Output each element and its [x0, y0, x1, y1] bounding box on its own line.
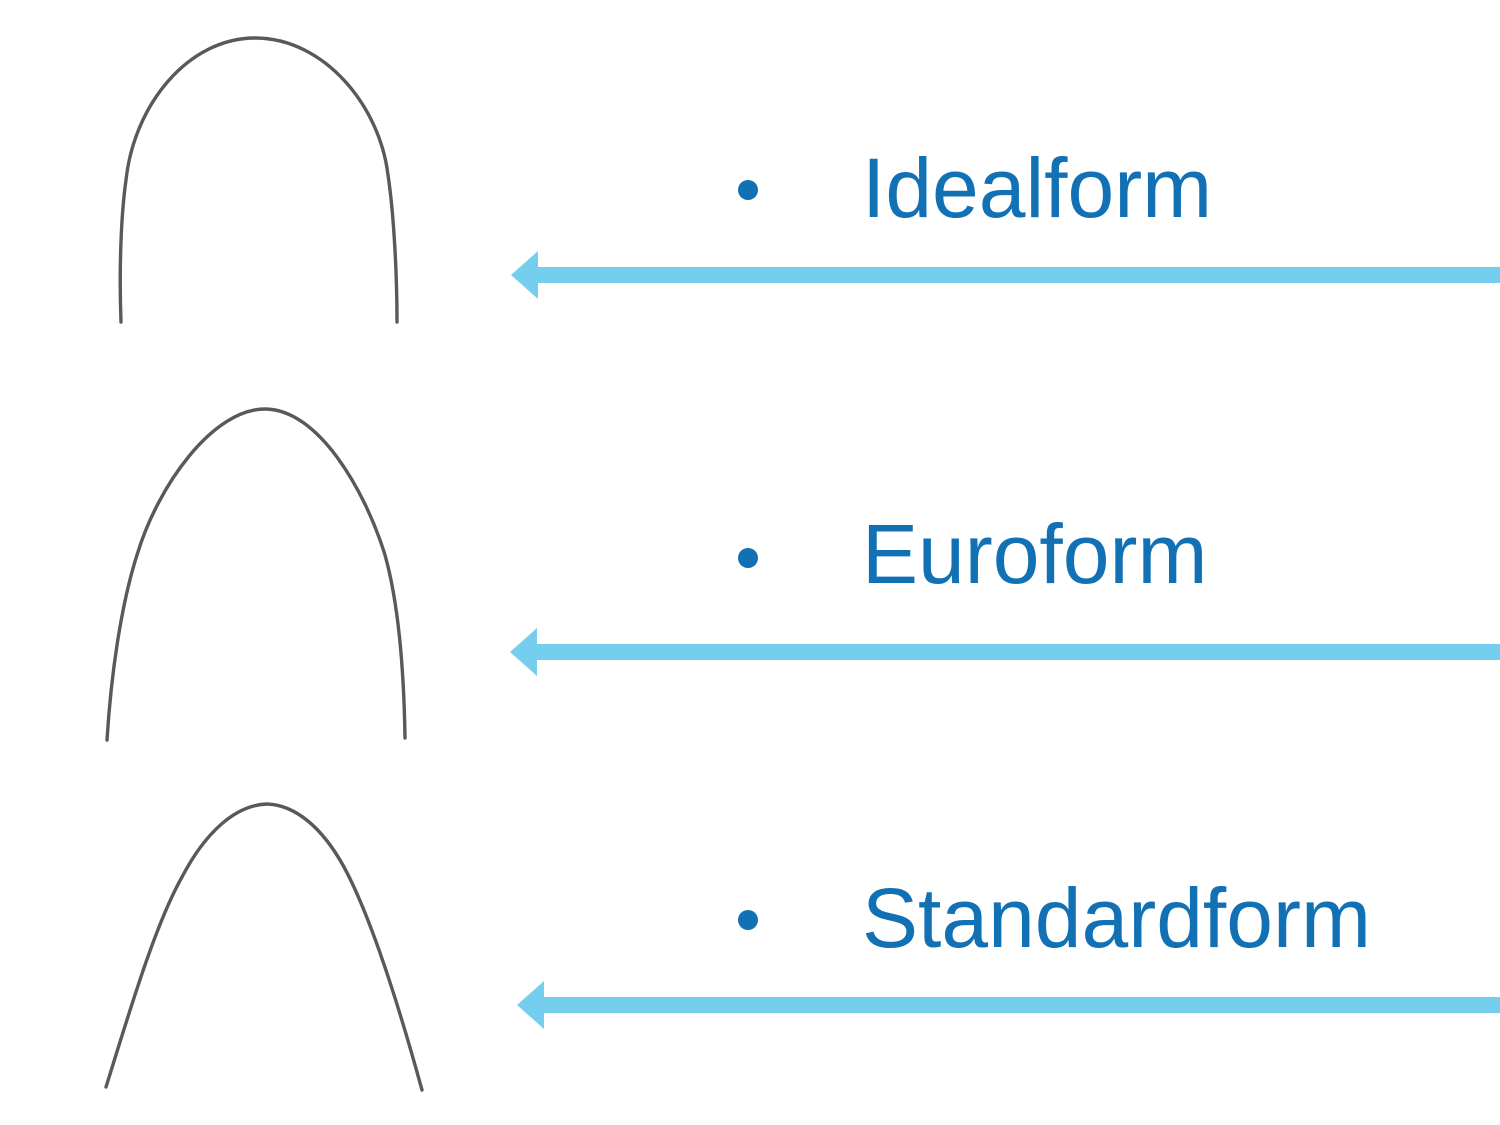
idealform-archwire-image — [118, 36, 399, 324]
bullet-icon — [738, 548, 758, 568]
bullet-icon — [738, 180, 758, 200]
arrow-head-icon — [511, 251, 538, 299]
bullet-icon — [738, 910, 758, 930]
arrow-shaft — [536, 267, 1500, 283]
left-arrow-idealform — [511, 251, 1500, 299]
left-arrow-standardform — [517, 981, 1500, 1029]
arrow-shaft — [535, 644, 1500, 660]
arrow-head-icon — [510, 628, 537, 676]
euroform-archwire-image — [105, 407, 407, 742]
label-standardform: Standardform — [862, 871, 1371, 965]
label-euroform: Euroform — [862, 507, 1208, 601]
arrow-head-icon — [517, 981, 544, 1029]
label-idealform: Idealform — [862, 141, 1213, 235]
left-arrow-euroform — [510, 628, 1500, 676]
arrow-shaft — [542, 997, 1500, 1013]
standardform-archwire-image — [104, 802, 424, 1092]
